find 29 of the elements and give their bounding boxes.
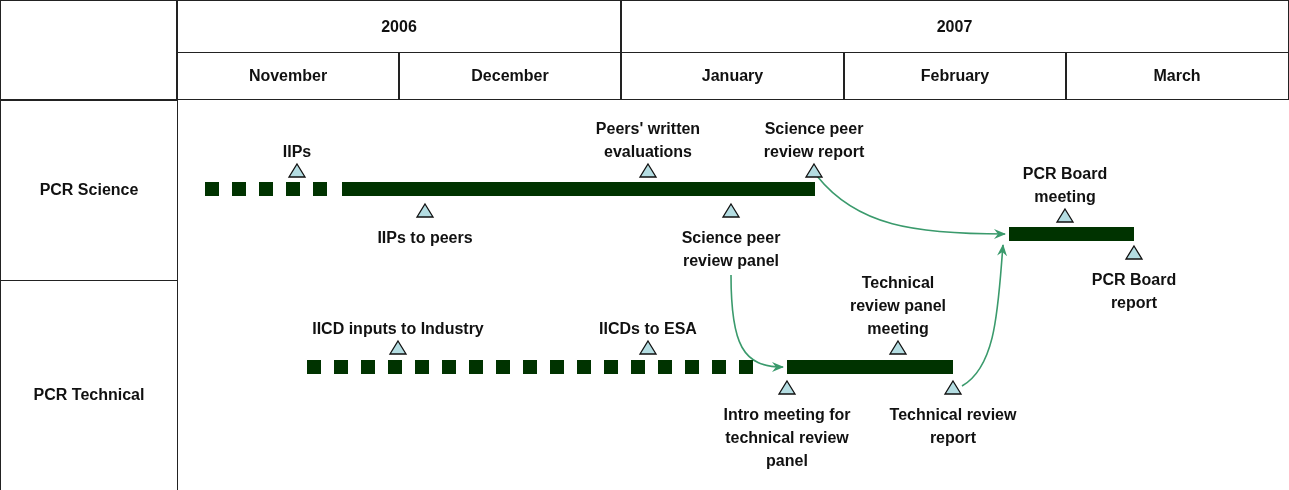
timeline-bar xyxy=(787,360,953,374)
milestone-label: PCR Board meeting xyxy=(1021,164,1109,207)
arrow xyxy=(730,274,784,372)
month-header: November xyxy=(176,52,400,100)
month-header: February xyxy=(843,52,1067,100)
dashed-bar xyxy=(205,182,330,196)
milestone-label: Technical review report xyxy=(888,405,1018,448)
row-header: PCR Technical xyxy=(0,280,178,490)
year-header: 2006 xyxy=(176,0,622,53)
milestone-label: IICDs to ESA xyxy=(598,319,698,339)
month-header: January xyxy=(620,52,845,100)
milestone-label: Science peer review panel xyxy=(680,228,782,271)
timeline-bar xyxy=(342,182,815,196)
arrow xyxy=(961,244,1008,387)
milestone-label: IICD inputs to Industry xyxy=(311,319,485,339)
month-header: March xyxy=(1065,52,1289,100)
milestone-label: Peers' written evaluations xyxy=(594,119,702,162)
dashed-bar xyxy=(307,360,755,374)
milestone-label: Technical review panel meeting xyxy=(848,273,947,339)
milestone-label: Intro meeting for technical review panel xyxy=(722,405,852,471)
arrow xyxy=(816,175,1006,239)
milestone-label: Science peer review report xyxy=(762,119,866,162)
timeline-bar xyxy=(1009,227,1134,241)
row-header: PCR Science xyxy=(0,99,178,281)
milestone-label: PCR Board report xyxy=(1090,270,1178,313)
year-header: 2007 xyxy=(620,0,1289,53)
milestone-label: IIPs to peers xyxy=(376,228,474,248)
month-header: December xyxy=(398,52,622,100)
milestone-label: IIPs xyxy=(281,142,313,162)
